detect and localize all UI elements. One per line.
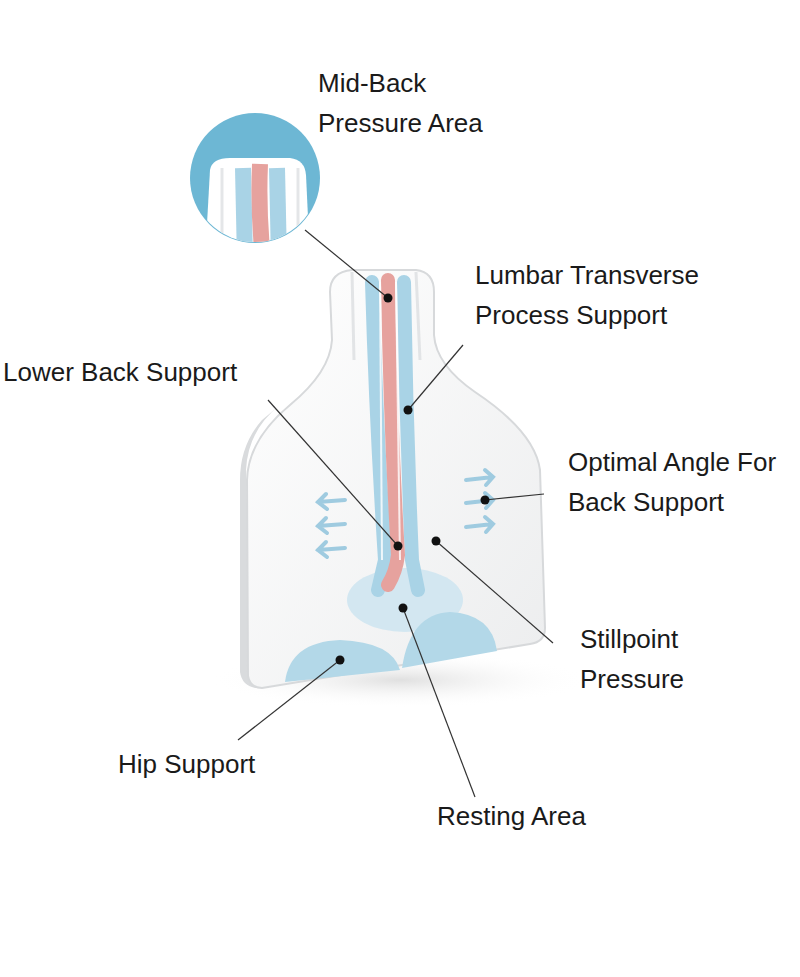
leader-dots bbox=[336, 294, 490, 665]
channel-stripe bbox=[404, 282, 418, 590]
ridge-line bbox=[416, 272, 420, 360]
callout-label: Lumbar Transverse Process Support bbox=[475, 255, 755, 335]
callout-label: Resting Area bbox=[437, 796, 586, 836]
callout-label: Lower Back Support bbox=[3, 352, 237, 392]
channel-edge bbox=[380, 282, 382, 560]
ridge-line bbox=[352, 272, 354, 360]
pillow-face bbox=[247, 270, 545, 688]
inset-detail bbox=[205, 158, 310, 260]
direction-arrows bbox=[318, 470, 493, 557]
callout-label: Mid-Back Pressure Area bbox=[318, 63, 518, 143]
callout-label: Hip Support bbox=[118, 744, 255, 784]
hip-support bbox=[402, 612, 497, 668]
channel-edge bbox=[396, 282, 400, 560]
hip-support bbox=[285, 640, 400, 682]
callout-label: Optimal Angle For Back Support bbox=[568, 442, 800, 522]
callout-label: Stillpoint Pressure bbox=[580, 619, 730, 699]
